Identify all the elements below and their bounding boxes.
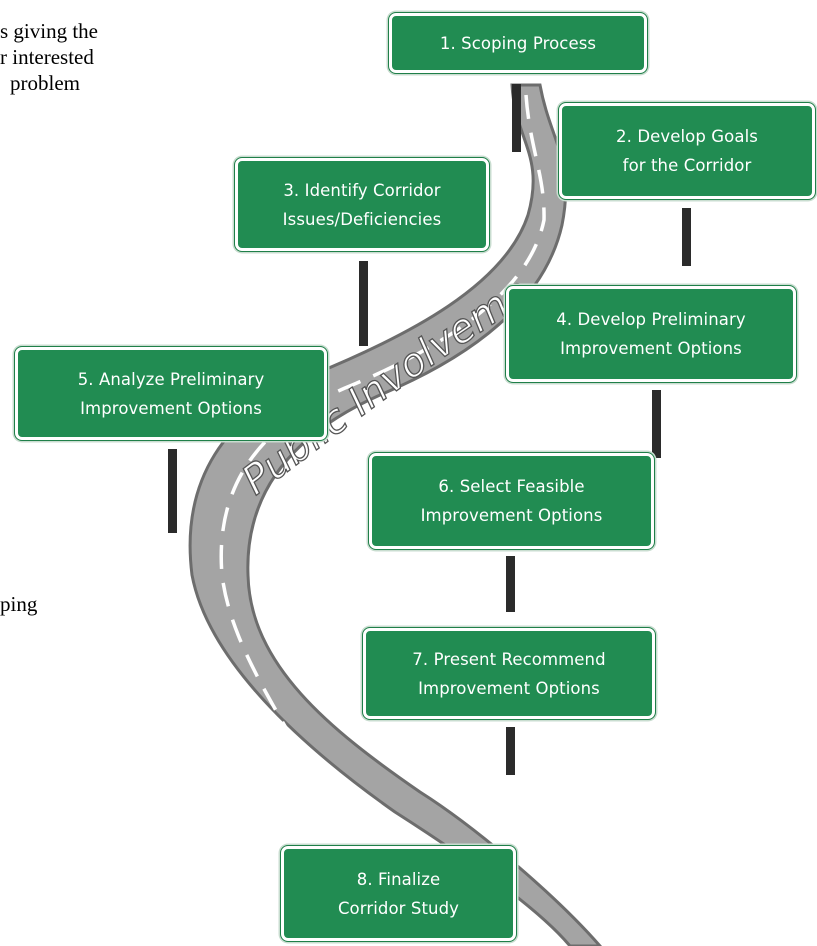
post-step-6 — [506, 556, 515, 612]
road-surface — [188, 83, 602, 946]
step-sign-5: 5. Analyze Preliminary Improvement Optio… — [14, 346, 328, 441]
step-sign-1: 1. Scoping Process — [388, 12, 648, 74]
step-label: 2. Develop Goals for the Corridor — [616, 127, 758, 175]
step-label: 3. Identify Corridor Issues/Deficiencies — [282, 180, 442, 229]
road-arrow-icon — [334, 822, 356, 845]
post-step-4 — [652, 390, 661, 458]
paragraph-fragment-2: r interested — [0, 45, 94, 69]
paragraph-fragment-1: s giving the — [0, 19, 98, 43]
post-step-2 — [682, 208, 691, 266]
step-sign-3: 3. Identify Corridor Issues/Deficiencies — [234, 157, 490, 252]
step-label: 7. Present Recommend Improvement Options — [412, 649, 606, 698]
step-sign-2: 2. Develop Goals for the Corridor — [558, 102, 816, 200]
post-step-7 — [506, 727, 515, 775]
paragraph-fragment-4: ping — [0, 592, 38, 616]
step-label: 6. Select Feasible Improvement Options — [420, 477, 603, 525]
step-label: 1. Scoping Process — [439, 33, 597, 53]
step-sign-8: 8. Finalize Corridor Study — [280, 845, 517, 942]
step-label: 5. Analyze Preliminary Improvement Optio… — [77, 369, 265, 418]
paragraph-fragment-3: problem — [10, 71, 80, 95]
step-sign-6: 6. Select Feasible Improvement Options — [368, 452, 655, 550]
post-step-3 — [359, 261, 368, 346]
post-step-1 — [512, 84, 521, 152]
post-step-5 — [168, 449, 177, 533]
step-label: 8. Finalize Corridor Study — [337, 869, 460, 918]
step-label: 4. Develop Preliminary Improvement Optio… — [556, 310, 746, 358]
step-sign-4: 4. Develop Preliminary Improvement Optio… — [505, 285, 797, 383]
step-sign-7: 7. Present Recommend Improvement Options — [362, 627, 656, 720]
